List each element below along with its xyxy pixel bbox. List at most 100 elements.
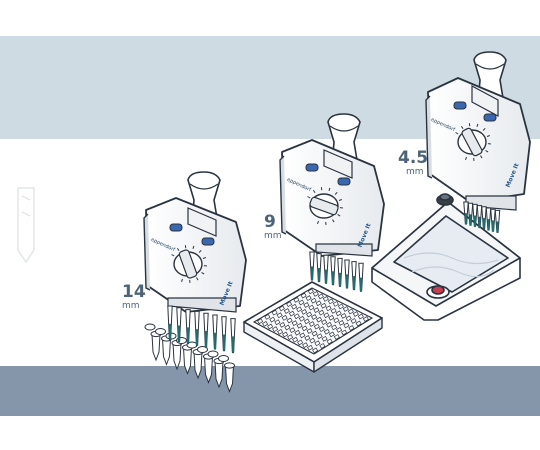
well [286,301,293,308]
pipette-center [279,113,385,292]
well [269,316,276,323]
pipette-tip [194,310,200,346]
dial-tick [307,196,311,199]
pcr-tube [224,365,235,393]
pipette-tip [176,307,182,343]
well [330,307,337,314]
pipette-tip [230,318,236,354]
well [318,309,325,316]
pipette-tip [344,259,350,289]
well [352,311,359,317]
well [342,306,349,312]
dial-tick [465,156,467,161]
pcr-tube [193,351,203,380]
background-band-bottom [0,366,540,416]
well [326,321,333,328]
pipette-tip [316,253,322,283]
well-plate [243,281,383,373]
pipette-tip [337,257,343,287]
well [305,295,312,302]
well [271,309,278,316]
well [298,299,305,306]
dial-tick [181,278,183,283]
well [325,305,332,312]
pipette-tip [221,316,227,352]
dial-tick [201,272,205,275]
well [293,313,300,320]
well [296,322,303,329]
well [274,319,281,326]
well [276,312,283,319]
well [277,328,284,335]
well [289,327,296,333]
well [297,339,304,346]
well [278,305,285,312]
spacing-value: 4.5 [398,148,429,168]
dial-tick [328,187,331,191]
well [287,334,294,341]
well [345,315,352,322]
well [311,314,318,320]
pcr-tube [151,333,161,362]
well [323,328,330,335]
well [308,321,315,327]
pcr-tube [203,356,214,384]
well [337,303,344,310]
well [318,326,325,333]
well [307,344,314,351]
spacing-label-14: 14 mm [122,284,146,311]
well [316,316,323,323]
pcr-tube [182,347,193,375]
pcr-tube [214,360,224,389]
well [257,318,264,325]
tube-cap [144,323,156,331]
well [314,340,321,347]
well [283,308,290,314]
spacing-label-4-5: 4.5 mm [398,150,428,177]
reagent-reservoir [371,193,521,321]
well [301,309,308,315]
pipette-tip [323,254,329,284]
well [316,333,323,340]
well [320,302,327,309]
well [322,296,329,302]
well [323,312,330,319]
well [309,337,316,344]
pipette-tip [330,256,336,286]
well [303,302,310,308]
well [298,315,305,322]
dial-tick [460,125,464,130]
well [347,308,354,315]
well [341,329,348,336]
dial-tick [196,277,199,281]
well [355,320,362,327]
dial-tick [312,189,316,194]
well [284,324,291,331]
well [302,342,309,348]
well [306,328,313,334]
well [296,306,303,313]
pipette-tip [167,305,173,341]
well [291,303,298,310]
spacing-unit: mm [264,231,282,241]
dial-tick [334,191,338,195]
dial-tick [317,220,319,225]
well [300,292,307,299]
pcr-tube [161,338,172,366]
dial-tick [337,214,341,217]
well [332,301,339,307]
pipette-tip [203,312,209,348]
well [282,331,289,338]
faint-tube-sketch [17,187,35,264]
spacing-value: 14 [122,282,146,302]
pcr-tube [172,342,182,371]
pipette-right [425,51,531,233]
dial-tick [198,249,202,253]
dial-tick [480,155,483,159]
well [279,321,286,328]
spacing-unit: mm [406,167,424,177]
well [336,327,343,333]
well [328,314,335,321]
dial-tick [476,123,479,127]
